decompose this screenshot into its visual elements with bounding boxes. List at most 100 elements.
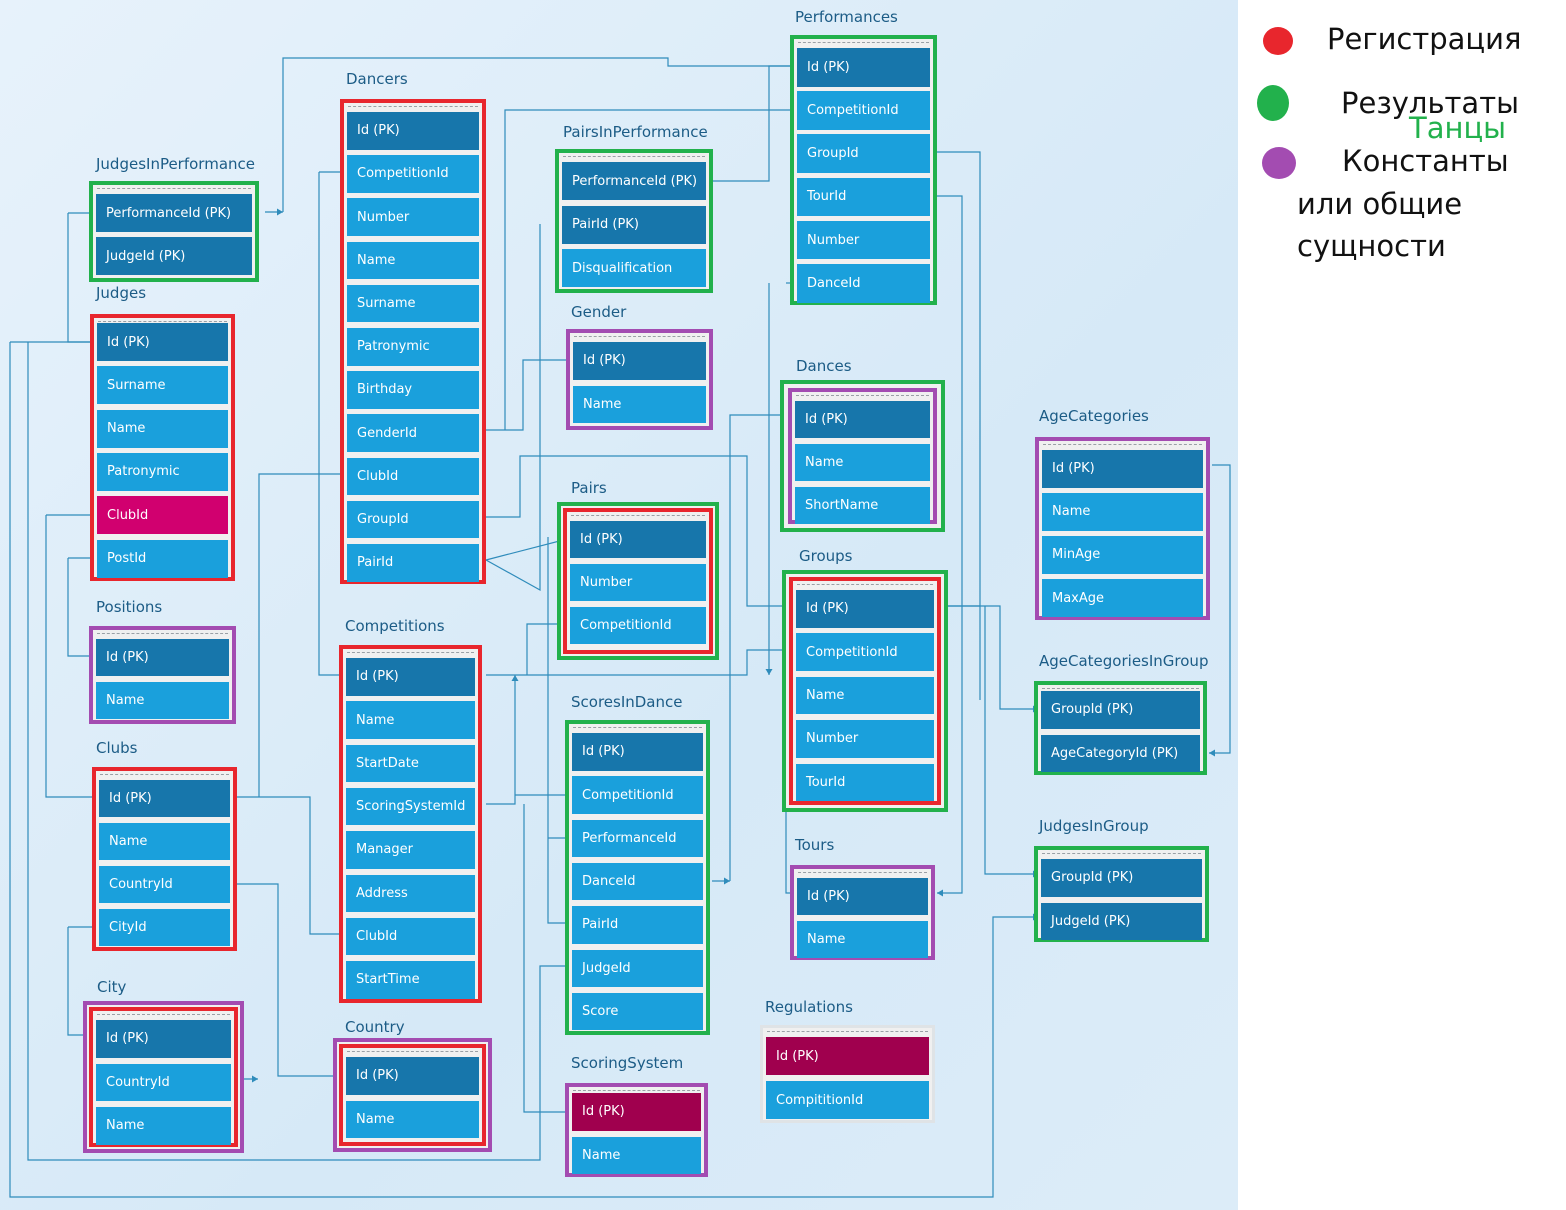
age-categories-field-maxage[interactable]: MaxAge [1042,579,1203,617]
dances-field-name[interactable]: Name [795,444,930,481]
pairs-field-number[interactable]: Number [570,564,706,601]
country-table[interactable]: Id (PK) Name [333,1038,492,1152]
groups-field-id[interactable]: Id (PK) [796,590,934,628]
scoring-system-field-name[interactable]: Name [572,1136,701,1174]
performances-field-competitionid[interactable]: CompetitionId [797,91,930,130]
age-categories-field-id[interactable]: Id (PK) [1042,450,1203,488]
age-categories-in-group-field-agecategoryid[interactable]: AgeCategoryId (PK) [1041,734,1200,772]
gender-table[interactable]: Id (PK) Name [566,329,713,430]
regulations-field-id[interactable]: Id (PK) [766,1037,929,1075]
judges-field-name[interactable]: Name [97,409,228,448]
groups-field-competitionid[interactable]: CompetitionId [796,633,934,671]
dancers-field-birthday[interactable]: Birthday [347,371,479,409]
city-field-name[interactable]: Name [96,1107,231,1145]
pairs-in-performance-table[interactable]: PerformanceId (PK) PairId (PK) Disqualific… [555,149,713,293]
dancers-field-id[interactable]: Id (PK) [347,112,479,150]
competitions-field-id[interactable]: Id (PK) [346,658,475,696]
scoring-system-table[interactable]: Id (PK) Name [565,1083,708,1177]
competitions-field-manager[interactable]: Manager [346,831,475,869]
judges-field-patronymic[interactable]: Patronymic [97,452,228,491]
dancers-field-genderid[interactable]: GenderId [347,414,479,452]
judges-field-surname[interactable]: Surname [97,366,228,405]
city-field-countryid[interactable]: CountryId [96,1063,231,1101]
judges-in-group-table[interactable]: GroupId (PK) JudgeId (PK) [1034,846,1209,942]
dancers-field-competitionid[interactable]: CompetitionId [347,155,479,193]
pairs-field-competitionid[interactable]: CompetitionId [570,607,706,644]
age-categories-in-group-field-groupid[interactable]: GroupId (PK) [1041,691,1200,729]
gender-field-id[interactable]: Id (PK) [573,342,706,380]
regulations-field-compititionid[interactable]: CompititionId [766,1081,929,1119]
dancers-field-number[interactable]: Number [347,198,479,236]
clubs-field-cityid[interactable]: CityId [99,909,230,946]
scores-in-dance-field-performanceid[interactable]: PerformanceId [572,819,703,858]
dancers-field-groupid[interactable]: GroupId [347,500,479,539]
competitions-field-name[interactable]: Name [346,701,475,739]
positions-field-name[interactable]: Name [96,682,229,719]
country-field-id[interactable]: Id (PK) [346,1057,479,1095]
age-categories-field-name[interactable]: Name [1042,493,1203,531]
scores-in-dance-field-id[interactable]: Id (PK) [572,733,703,771]
pairs-in-performance-field-performanceid[interactable]: PerformanceId (PK) [562,162,706,200]
scores-in-dance-field-pairid[interactable]: PairId [572,906,703,944]
judges-field-postid[interactable]: PostId [97,539,228,578]
age-categories-field-minage[interactable]: MinAge [1042,536,1203,574]
tours-table[interactable]: Id (PK) Name [790,865,935,960]
scores-in-dance-field-danceid[interactable]: DanceId [572,862,703,901]
pairs-in-performance-field-pairid[interactable]: PairId (PK) [562,205,706,244]
positions-field-id[interactable]: Id (PK) [96,639,229,676]
competitions-field-address[interactable]: Address [346,874,475,912]
competitions-field-clubid[interactable]: ClubId [346,917,475,956]
groups-field-number[interactable]: Number [796,720,934,758]
regulations-table[interactable]: Id (PK) CompititionId [760,1025,935,1123]
country-field-name[interactable]: Name [346,1100,479,1138]
judges-field-clubid[interactable]: ClubId [97,496,228,535]
judges-in-group-field-judgeid[interactable]: JudgeId (PK) [1041,902,1202,940]
clubs-field-id[interactable]: Id (PK) [99,780,230,817]
clubs-field-countryid[interactable]: CountryId [99,866,230,903]
competitions-field-startdate[interactable]: StartDate [346,744,475,783]
dancers-field-clubid[interactable]: ClubId [347,457,479,496]
clubs-field-name[interactable]: Name [99,823,230,860]
groups-field-name[interactable]: Name [796,676,934,715]
judges-in-group-field-groupid[interactable]: GroupId (PK) [1041,859,1202,897]
performances-field-danceid[interactable]: DanceId [797,264,930,303]
dancers-field-surname[interactable]: Surname [347,284,479,323]
scores-in-dance-field-score[interactable]: Score [572,992,703,1031]
age-categories-in-group-table[interactable]: GroupId (PK) AgeCategoryId (PK) [1034,681,1207,775]
gender-field-name[interactable]: Name [573,385,706,423]
performances-field-number[interactable]: Number [797,220,930,260]
judges-in-performance-table[interactable]: PerformanceId (PK) JudgeId (PK) [89,181,259,282]
scoring-system-field-id[interactable]: Id (PK) [572,1093,701,1131]
dancers-field-patronymic[interactable]: Patronymic [347,328,479,366]
tours-field-id[interactable]: Id (PK) [797,878,928,915]
groups-field-tourid[interactable]: TourId [796,763,934,802]
performances-field-id[interactable]: Id (PK) [797,48,930,87]
scores-in-dance-field-competitionid[interactable]: CompetitionId [572,776,703,814]
competitions-field-starttime[interactable]: StartTime [346,961,475,999]
positions-table[interactable]: Id (PK) Name [89,626,236,724]
pairs-field-id[interactable]: Id (PK) [570,521,706,558]
dancers-field-name[interactable]: Name [347,241,479,280]
pairs-in-performance-field-disqualification[interactable]: Disqualification [562,249,706,287]
dances-field-id[interactable]: Id (PK) [795,401,930,438]
judges-field-id[interactable]: Id (PK) [97,323,228,361]
judges-in-performance-field-judgeid[interactable]: JudgeId (PK) [96,237,252,275]
dancers-field-pairid[interactable]: PairId [347,544,479,582]
dances-field-shortname[interactable]: ShortName [795,487,930,524]
judges-in-performance-field-performanceid[interactable]: PerformanceId (PK) [96,194,252,232]
scores-in-dance-field-judgeid[interactable]: JudgeId [572,949,703,987]
performances-field-groupid[interactable]: GroupId [797,134,930,173]
tours-field-name[interactable]: Name [797,921,928,958]
performances-field-tourid[interactable]: TourId [797,177,930,217]
city-field-id[interactable]: Id (PK) [96,1020,231,1058]
